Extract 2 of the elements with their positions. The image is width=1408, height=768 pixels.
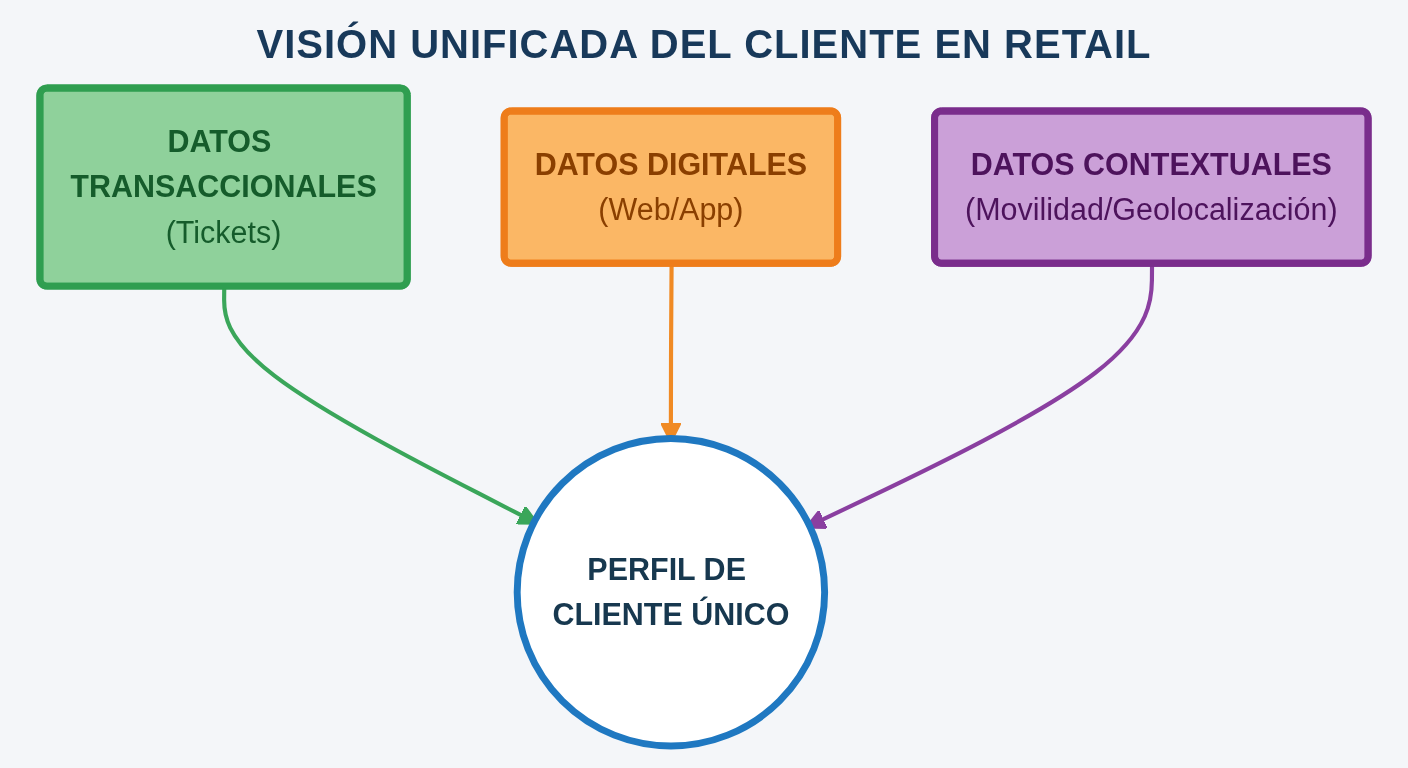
title: VISIÓN UNIFICADA DEL CLIENTE EN RETAIL bbox=[255, 20, 1153, 68]
node-circle: PERFIL DE CLIENTE ÚNICO bbox=[513, 435, 829, 750]
